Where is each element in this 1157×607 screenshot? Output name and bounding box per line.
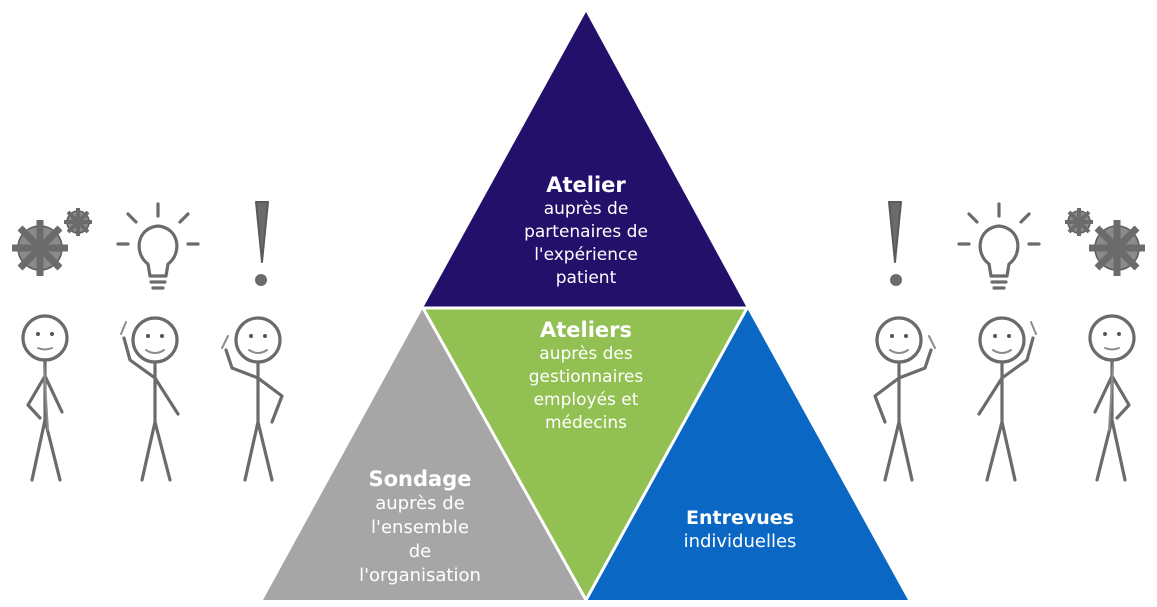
middle-line: auprès des: [539, 344, 633, 364]
exclamation-icon: [888, 201, 902, 286]
stick-figure-icon: [977, 316, 1037, 482]
middle-line: gestionnaires: [528, 367, 644, 387]
right-line: individuelles: [683, 531, 797, 552]
top-line: partenaires de: [524, 222, 648, 242]
right-title: Entrevues: [686, 507, 794, 529]
top-triangle-text: Atelier auprès de partenaires de l'expér…: [480, 172, 692, 290]
left-line: l'organisation: [359, 565, 481, 586]
left-line: l'ensemble: [371, 517, 469, 538]
sketch-left-svg: [12, 201, 284, 482]
top-line: l'expérience: [534, 245, 638, 265]
stick-figure-icon: [21, 314, 69, 482]
middle-line: employés et: [533, 390, 639, 410]
lightbulb-icon: [116, 202, 200, 290]
gear-icon: [12, 208, 92, 276]
middle-triangle-text: Ateliers auprès des gestionnaires employ…: [480, 317, 692, 435]
sketch-figures-right: [867, 190, 1157, 482]
top-line: auprès de: [543, 199, 629, 219]
top-triangle: [423, 12, 747, 308]
top-line: patient: [555, 268, 617, 288]
middle-line: médecins: [545, 413, 627, 433]
stick-figure-icon: [873, 316, 936, 482]
right-triangle: [586, 308, 908, 600]
sketch-right-svg: [873, 201, 1145, 482]
left-triangle-text: Sondage auprès de l'ensemble de l'organi…: [330, 466, 510, 588]
exclamation-icon: [255, 201, 269, 286]
stick-figure-icon: [1088, 314, 1136, 482]
middle-title: Ateliers: [539, 318, 633, 342]
left-line: auprès de: [375, 493, 465, 514]
left-triangle: [263, 308, 586, 600]
stick-figure-icon: [221, 316, 284, 482]
lightbulb-icon: [957, 202, 1041, 290]
top-title: Atelier: [546, 173, 626, 197]
gear-icon: [1065, 208, 1145, 276]
pyramid-dividers: [421, 306, 749, 601]
stick-figure-icon: [120, 316, 180, 482]
right-triangle-text: Entrevues individuelles: [650, 506, 830, 554]
sketch-figures-left: [0, 190, 290, 482]
left-title: Sondage: [368, 467, 472, 491]
left-line: de: [408, 541, 432, 562]
middle-triangle: [423, 308, 747, 600]
